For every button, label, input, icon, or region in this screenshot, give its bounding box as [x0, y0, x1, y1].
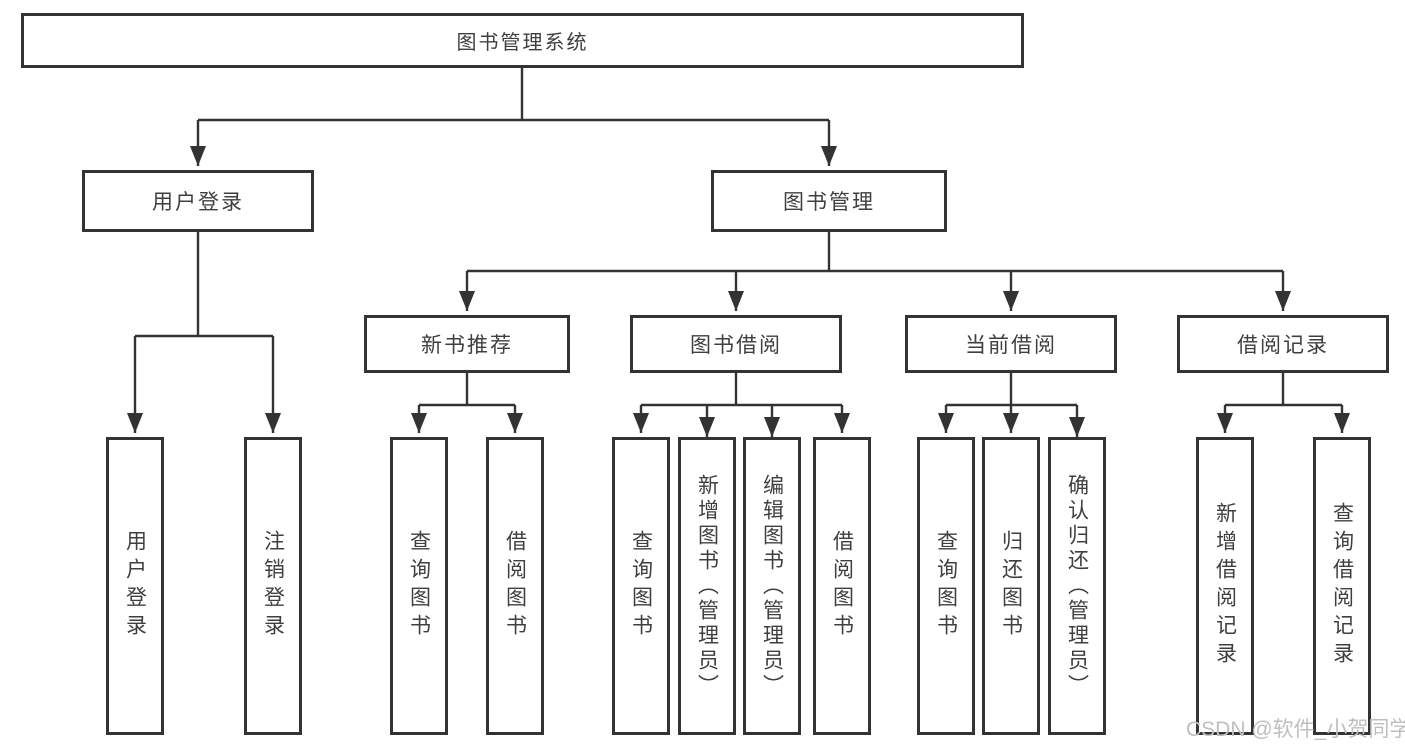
node-label: 用户登录	[152, 191, 244, 214]
node-library-system: 图书管理系统	[21, 13, 1024, 68]
node-user-login: 用户登录	[82, 170, 314, 232]
leaf-label: 用户登录	[123, 530, 147, 642]
leaf-borrow-add-books-admin: 新增图书（管理员）	[678, 437, 736, 735]
node-label: 图书借阅	[690, 334, 782, 357]
node-label: 图书管理	[783, 191, 875, 214]
node-label: 图书管理系统	[456, 32, 589, 54]
leaf-borrow-edit-books-admin: 编辑图书（管理员）	[743, 437, 801, 735]
leaf-records-query-record: 查询借阅记录	[1313, 437, 1371, 735]
leaf-borrow-borrow-books: 借阅图书	[813, 437, 871, 735]
csdn-watermark: CSDN @软件_小贺同学	[1186, 718, 1405, 741]
node-book-management: 图书管理	[711, 170, 947, 232]
leaf-current-confirm-return-admin: 确认归还（管理员）	[1048, 437, 1106, 735]
node-label: 新书推荐	[421, 334, 513, 357]
leaf-newbook-query-books: 查询图书	[390, 437, 448, 735]
leaf-label: 新增借阅记录	[1213, 502, 1237, 670]
leaf-newbook-borrow-books: 借阅图书	[486, 437, 544, 735]
leaf-label: 归还图书	[999, 530, 1023, 642]
node-book-borrow: 图书借阅	[630, 315, 842, 373]
leaf-label: 查询图书	[629, 530, 653, 642]
leaf-label: 新增图书（管理员）	[695, 473, 719, 699]
node-label: 当前借阅	[965, 334, 1057, 357]
leaf-label: 查询图书	[407, 530, 431, 642]
leaf-label: 查询借阅记录	[1330, 502, 1354, 670]
leaf-label: 编辑图书（管理员）	[760, 473, 784, 699]
leaf-label: 确认归还（管理员）	[1065, 473, 1089, 699]
leaf-label: 注销登录	[261, 530, 285, 642]
leaf-label: 借阅图书	[503, 530, 527, 642]
leaf-current-return-books: 归还图书	[982, 437, 1040, 735]
leaf-logout: 注销登录	[244, 437, 302, 735]
leaf-current-query-books: 查询图书	[917, 437, 975, 735]
leaf-borrow-query-books: 查询图书	[612, 437, 670, 735]
node-new-book-recommend: 新书推荐	[364, 315, 570, 373]
node-current-borrow: 当前借阅	[905, 315, 1117, 373]
leaf-label: 查询图书	[934, 530, 958, 642]
leaf-label: 借阅图书	[830, 530, 854, 642]
node-borrow-records: 借阅记录	[1177, 315, 1389, 373]
leaf-records-add-record: 新增借阅记录	[1196, 437, 1254, 735]
node-label: 借阅记录	[1237, 334, 1329, 357]
leaf-user-login: 用户登录	[106, 437, 164, 735]
